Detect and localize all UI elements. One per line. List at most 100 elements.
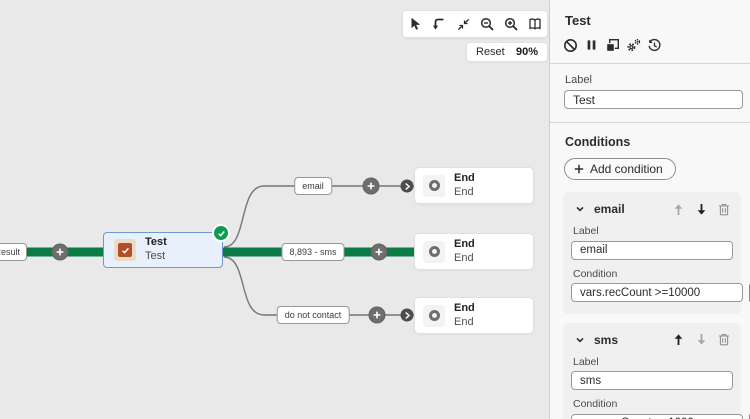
end-activity-icon [423, 240, 445, 263]
label-field-label: Label [565, 74, 592, 86]
arrow-down-icon [697, 334, 705, 345]
gears-icon [627, 38, 641, 51]
duplicate-activity-button[interactable] [602, 35, 623, 55]
end-activity-icon [423, 304, 445, 327]
pause-icon [587, 40, 596, 50]
history-activity-button[interactable] [644, 35, 665, 55]
delete-condition-button[interactable] [715, 201, 733, 217]
conditions-heading: Conditions [565, 135, 631, 149]
trash-icon [718, 203, 730, 215]
condition-expression-input[interactable] [571, 283, 743, 302]
move-condition-down-button[interactable] [692, 332, 710, 348]
move-condition-up-button[interactable] [669, 332, 687, 348]
collapse-condition-button[interactable] [571, 201, 589, 217]
chevron-right-icon [404, 311, 410, 319]
zoom-control: Reset 90% [466, 42, 548, 62]
condition-name: sms [594, 332, 619, 347]
move-condition-up-button[interactable] [669, 201, 687, 217]
branch-label-do-not-contact[interactable]: do not contact [276, 306, 350, 324]
label-input[interactable] [564, 90, 743, 109]
test-activity-icon [114, 239, 136, 261]
duplicate-icon [606, 38, 620, 52]
settings-activity-button[interactable] [623, 35, 644, 55]
end-activity-node[interactable]: End End [415, 234, 533, 269]
arrow-down-icon [697, 203, 705, 215]
zoom-out-button[interactable] [476, 13, 498, 35]
disable-activity-button[interactable] [560, 35, 581, 55]
test-activity-node[interactable]: Test Test [103, 232, 223, 268]
condition-expression-input[interactable] [571, 413, 743, 419]
collapse-arrows-icon [457, 18, 469, 30]
book-icon [529, 18, 541, 30]
condition-card-email: email Label Condition [563, 192, 750, 314]
node-title: End [454, 237, 475, 250]
select-tool-button[interactable] [404, 13, 426, 35]
add-activity-button[interactable] [370, 243, 388, 261]
condition-name: email [594, 202, 625, 216]
panel-title: Test [565, 13, 591, 28]
end-activity-node[interactable]: End End [415, 298, 533, 333]
node-subtitle: End [454, 315, 474, 328]
node-title: Test [145, 236, 167, 249]
transition-arrow[interactable] [400, 308, 414, 322]
pause-activity-button[interactable] [581, 35, 602, 55]
condition-label-input[interactable] [571, 240, 733, 260]
arrow-up-icon [674, 203, 682, 215]
chevron-down-icon [576, 206, 584, 212]
end-activity-node[interactable]: End End [415, 168, 533, 203]
check-icon [121, 247, 129, 254]
zoom-in-button[interactable] [500, 13, 522, 35]
zoom-out-icon [480, 17, 494, 31]
add-condition-button[interactable]: Add condition [564, 158, 676, 180]
canvas-toolbar [402, 10, 548, 38]
overview-button[interactable] [524, 13, 546, 35]
panel-divider [550, 63, 750, 64]
transition-tool-button[interactable] [428, 13, 450, 35]
node-subtitle: Test [145, 250, 166, 262]
condition-expression-label: Condition [573, 398, 618, 410]
plus-icon [56, 248, 64, 256]
branch-label-email[interactable]: email [294, 177, 332, 195]
plus-icon [367, 182, 375, 190]
delete-condition-button[interactable] [715, 332, 733, 348]
node-title: End [454, 171, 475, 184]
check-icon [217, 230, 225, 237]
zoom-level-value: 90% [515, 46, 538, 58]
history-clock-icon [648, 38, 661, 51]
plus-icon [574, 164, 584, 174]
branch-label-sms[interactable]: 8,893 - sms [281, 243, 345, 261]
condition-label-label: Label [573, 225, 599, 237]
end-activity-icon [423, 174, 445, 197]
arrow-up-icon [674, 334, 682, 345]
add-activity-button[interactable] [362, 177, 380, 195]
ban-icon [564, 38, 577, 52]
reset-zoom-button[interactable]: Reset [476, 46, 505, 58]
pointer-icon [411, 17, 420, 30]
transition-arrow[interactable] [400, 179, 414, 193]
add-activity-button[interactable] [368, 306, 386, 324]
condition-label-input[interactable] [571, 371, 733, 390]
node-title: End [454, 301, 475, 314]
zoom-in-icon [504, 17, 518, 31]
plus-icon [373, 311, 381, 319]
condition-label-label: Label [573, 355, 599, 368]
collapse-condition-button[interactable] [571, 332, 589, 348]
node-subtitle: End [454, 251, 474, 264]
collapse-tool-button[interactable] [452, 13, 474, 35]
move-condition-down-button[interactable] [692, 201, 710, 217]
activity-properties-panel: Test Label Conditions Add con [549, 0, 750, 419]
node-subtitle: End [454, 185, 474, 198]
add-condition-label: Add condition [590, 162, 663, 176]
condition-expression-label: Condition [573, 267, 618, 280]
workflow-canvas[interactable]: - Result email 8,893 - sms do not contac… [0, 0, 549, 419]
trash-icon [718, 333, 730, 346]
workflow-edges [0, 185, 418, 316]
add-activity-button[interactable] [51, 243, 69, 261]
chevron-right-icon [404, 182, 410, 190]
valid-check-badge [212, 224, 230, 242]
activity-actions [560, 35, 750, 55]
panel-divider [550, 122, 750, 123]
plus-icon [375, 248, 383, 256]
incoming-transition-label[interactable]: - Result [0, 243, 27, 261]
